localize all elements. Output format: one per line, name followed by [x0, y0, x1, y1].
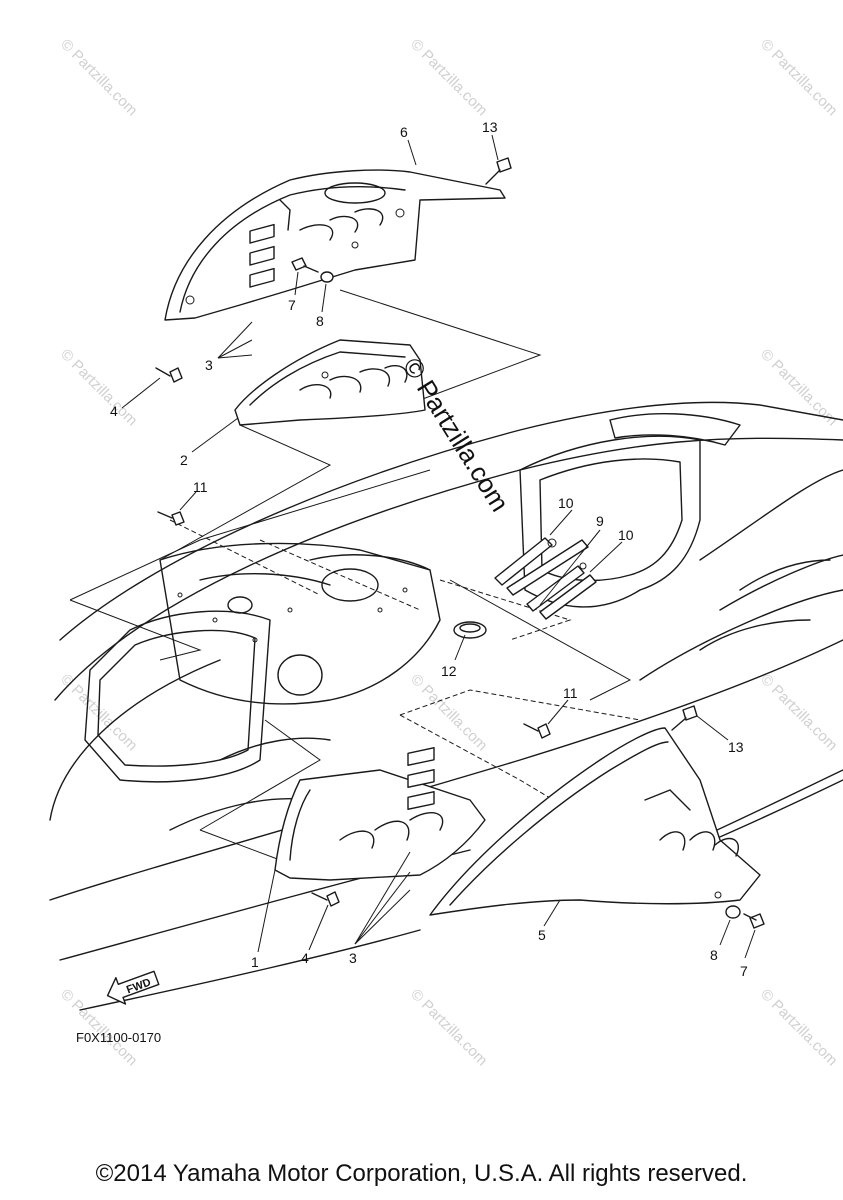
callout-10: 10	[618, 527, 634, 543]
part-3-decals-bottom	[407, 747, 435, 810]
callout-12: 12	[441, 663, 457, 679]
part-1-side-cover	[274, 769, 486, 881]
watermark: © Partzilla.com	[757, 986, 840, 1069]
watermark: © Partzilla.com	[757, 671, 840, 754]
watermark: © Partzilla.com	[57, 346, 140, 429]
part-5-side-cover	[429, 727, 761, 916]
callout-5: 5	[538, 927, 546, 943]
watermark: © Partzilla.com	[57, 36, 140, 119]
callout-13: 13	[482, 119, 498, 135]
part-2-lower-cover	[234, 339, 426, 426]
callout-13: 13	[728, 739, 744, 755]
callout-1: 1	[251, 954, 259, 970]
callout-4: 4	[301, 950, 309, 966]
watermark: © Partzilla.com	[407, 986, 490, 1069]
callout-10: 10	[558, 495, 574, 511]
callout-9: 9	[596, 513, 604, 529]
watermark: © Partzilla.com	[407, 36, 490, 119]
callout-4: 4	[110, 403, 118, 419]
part-3-decals-top	[249, 223, 275, 288]
callout-7: 7	[288, 297, 296, 313]
callout-labels: 6 13 7 8 3 4 2 11 10 9 10 12 11 13 1 4 3…	[110, 119, 748, 979]
callout-11: 11	[563, 685, 578, 701]
callout-8: 8	[710, 947, 718, 963]
watermark: © Partzilla.com	[407, 671, 490, 754]
watermark-large: © Partzilla.com	[397, 352, 515, 516]
part-9-10-straps	[494, 537, 597, 620]
fasteners	[155, 157, 765, 929]
fwd-label: FWD	[125, 976, 153, 996]
callout-leaders	[121, 134, 756, 959]
callout-3: 3	[205, 357, 213, 373]
callout-8: 8	[316, 313, 324, 329]
callout-2: 2	[180, 452, 188, 468]
callout-7: 7	[740, 963, 748, 979]
drawing-code: F0X1100-0170	[76, 1030, 161, 1045]
copyright-notice: ©2014 Yamaha Motor Corporation, U.S.A. A…	[95, 1160, 748, 1187]
watermark: © Partzilla.com	[757, 36, 840, 119]
part-12-cap	[453, 621, 487, 639]
fwd-arrow: FWD	[106, 970, 160, 1005]
callout-11: 11	[193, 479, 208, 495]
callout-6: 6	[400, 124, 408, 140]
watermark: © Partzilla.com	[57, 986, 140, 1069]
part-6-rear-cover	[164, 169, 506, 321]
callout-3: 3	[349, 950, 357, 966]
